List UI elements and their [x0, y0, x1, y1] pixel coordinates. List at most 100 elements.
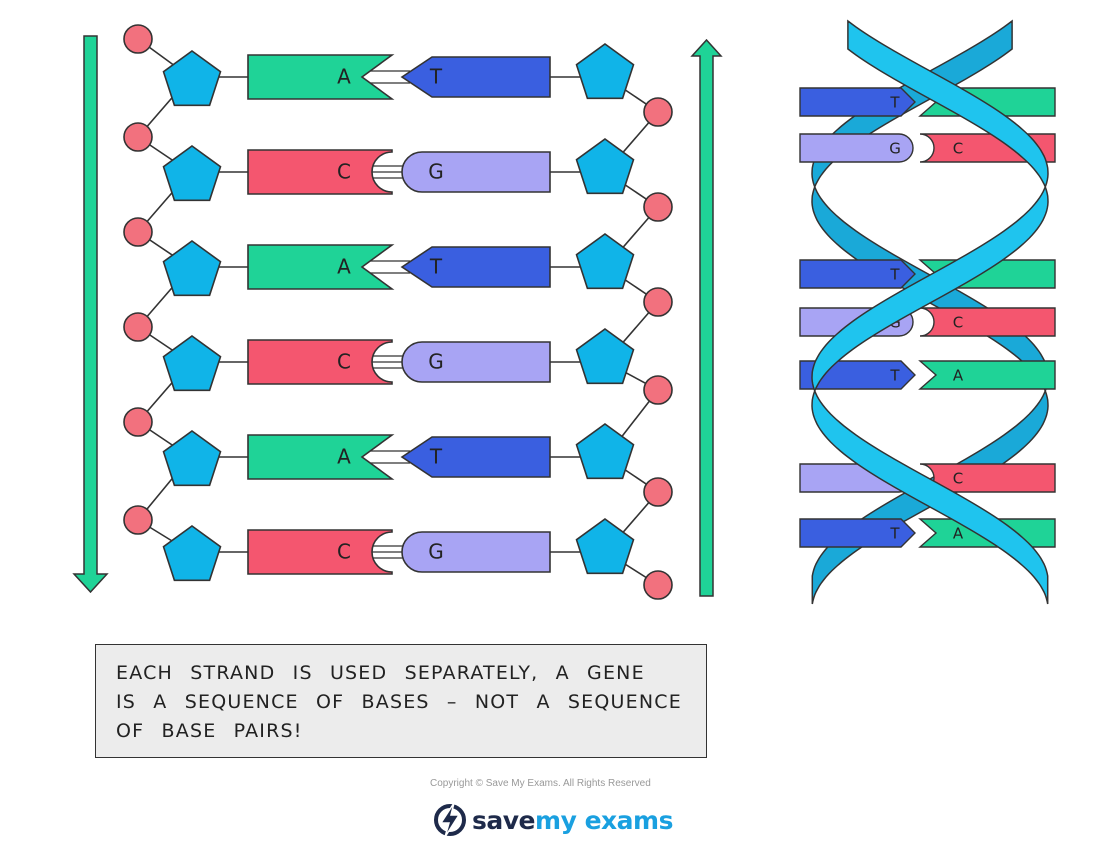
phosphate-group [643, 287, 673, 317]
base-c-left: C [247, 529, 393, 575]
base-letter: A [337, 255, 351, 279]
base-c-right: C [919, 307, 1056, 337]
base-g-right: G [401, 341, 551, 383]
base-letter: G [428, 160, 444, 184]
base-shape [918, 360, 1056, 390]
base-t-left: T [799, 518, 916, 548]
deoxyribose-sugar [162, 240, 222, 297]
base-t-right: T [400, 436, 551, 478]
deoxyribose-sugar [575, 43, 635, 100]
base-letter: T [429, 255, 443, 279]
base-letter: G [428, 350, 444, 374]
note-line: EACH STRAND IS USED SEPARATELY, A GENE [116, 662, 645, 684]
base-shape [799, 87, 916, 117]
base-a-left: A [247, 244, 395, 290]
base-shape [400, 436, 551, 478]
logo-text-main: save [472, 805, 536, 835]
phosphate-group [123, 407, 153, 437]
logo-wordmark: savemy exams [472, 806, 673, 835]
base-shape [919, 307, 1056, 337]
base-letter: T [429, 445, 443, 469]
base-g-left: G [799, 133, 914, 163]
base-letter: T [889, 94, 900, 112]
copyright-notice: Copyright © Save My Exams. All Rights Re… [430, 778, 651, 789]
helix-front-strand [811, 19, 1049, 605]
base-c-left: C [247, 149, 393, 195]
base-shape [247, 529, 393, 575]
base-shape [400, 246, 551, 288]
deoxyribose-sugar [575, 518, 635, 575]
base-shape [401, 151, 551, 193]
base-letter: C [337, 350, 351, 374]
deoxyribose-sugar [575, 138, 635, 195]
base-letter: G [428, 540, 444, 564]
base-t-left: T [799, 259, 916, 289]
phosphate-group [123, 122, 153, 152]
strand-direction-arrows [72, 35, 723, 597]
base-letter: T [889, 266, 900, 284]
deoxyribose-sugar [575, 328, 635, 385]
left-backbone-line [137, 38, 191, 553]
base-t-right: T [400, 246, 551, 288]
base-letter: T [889, 367, 900, 385]
logo-text-accent: my exams [535, 805, 673, 835]
base-shape [401, 531, 551, 573]
deoxyribose-sugar [162, 525, 222, 582]
note-box: EACH STRAND IS USED SEPARATELY, A GENE I… [95, 644, 707, 758]
deoxyribose-sugar [162, 145, 222, 202]
base-letter: C [953, 314, 963, 332]
base-shape [247, 149, 393, 195]
base-letter: T [429, 65, 443, 89]
base-letter: G [889, 140, 901, 158]
deoxyribose-sugar [575, 423, 635, 480]
base-letter: A [953, 367, 964, 385]
base-letter: A [337, 65, 351, 89]
base-letter: C [953, 470, 963, 488]
phosphate-group [643, 192, 673, 222]
base-shape [401, 341, 551, 383]
phosphate-group [643, 477, 673, 507]
helix-backbone-ribbon [811, 19, 1049, 605]
base-c-left: C [247, 339, 393, 385]
phosphate-group [123, 505, 153, 535]
base-letter: C [337, 540, 351, 564]
base-shape [400, 56, 551, 98]
base-t-right: T [400, 56, 551, 98]
deoxyribose-sugar [162, 50, 222, 107]
phosphate-group [123, 24, 153, 54]
base-shape [799, 133, 914, 163]
base-letter: A [953, 525, 964, 543]
phosphate-group [643, 570, 673, 600]
helix-backbone-ribbon [811, 19, 1049, 605]
base-shape [799, 259, 916, 289]
base-shape [247, 54, 395, 100]
deoxyribose-sugar [162, 430, 222, 487]
base-letter: A [337, 445, 351, 469]
base-shape [247, 339, 393, 385]
up-arrow [690, 38, 723, 597]
base-letter: C [337, 160, 351, 184]
phosphate-group [123, 312, 153, 342]
helix-back-strand [811, 19, 1049, 605]
base-letter: T [889, 525, 900, 543]
phosphate-group [643, 97, 673, 127]
base-g-right: G [401, 531, 551, 573]
base-g-right: G [401, 151, 551, 193]
deoxyribose-sugar [575, 233, 635, 290]
base-a-left: A [247, 54, 395, 100]
base-t-left: T [799, 87, 916, 117]
base-shape [247, 434, 395, 480]
down-arrow [72, 35, 109, 594]
lightning-bolt-icon [434, 802, 466, 838]
note-line: OF BASE PAIRS! [116, 720, 303, 742]
base-a-right: A [918, 360, 1056, 390]
